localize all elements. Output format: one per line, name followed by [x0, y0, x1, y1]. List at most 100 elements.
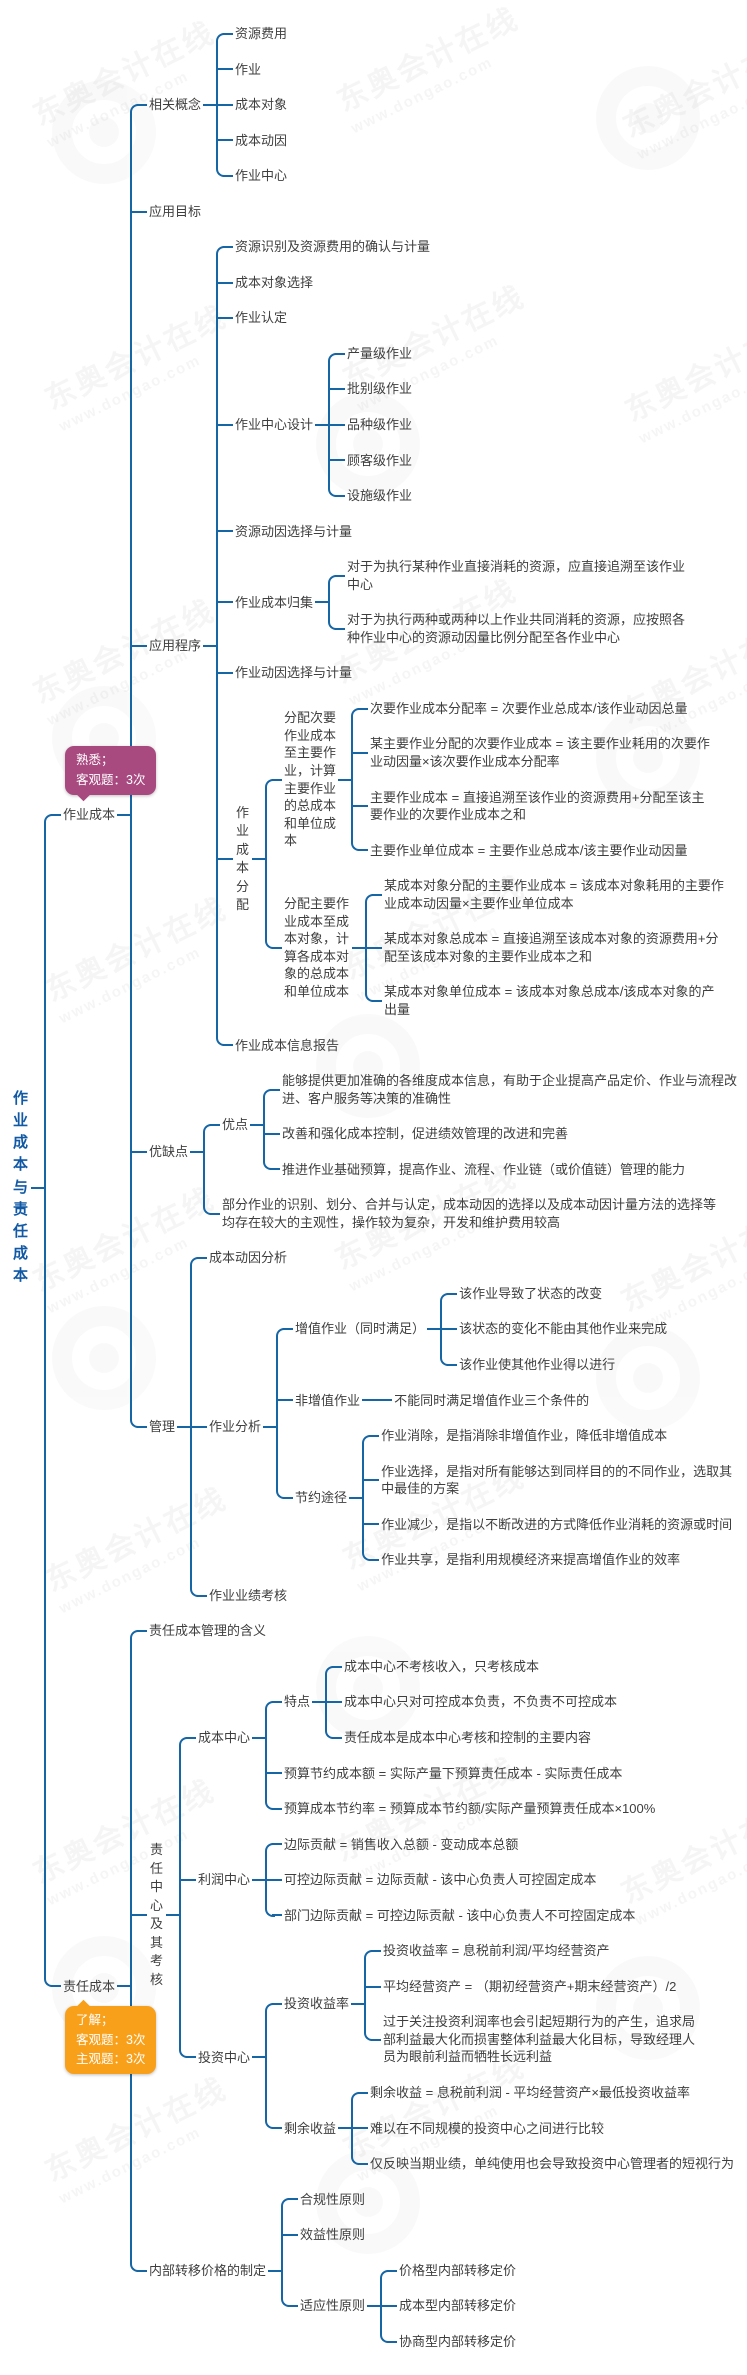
topic-label[interactable]: 责任成本管理的含义 — [149, 1623, 267, 1639]
topic-label[interactable]: 特点 — [284, 1694, 311, 1710]
topic-label[interactable]: 某主要作业分配的次要作业成本 = 该主要作业耗用的次要作业动因量×该次要作业成本… — [370, 736, 710, 770]
topic-label[interactable]: 对于为执行两种或两种以上作业共同消耗的资源，应按照各种作业中心的资源动因量比例分… — [347, 612, 686, 645]
topic-label[interactable]: 协商型内部转移定价 — [399, 2333, 517, 2349]
topic-label[interactable]: 责任成本 — [63, 1978, 116, 1994]
topic-label[interactable]: 非增值作业 — [295, 1392, 361, 1408]
topic-label[interactable]: 成本动因分析 — [209, 1250, 288, 1266]
topic-label[interactable]: 仅反映当期业绩，单纯使用也会导致投资中心管理者的短视行为 — [370, 2156, 735, 2172]
topic-label[interactable]: 某成本对象总成本 = 直接追溯至该成本对象的资源费用+分配至该成本对象的主要作业… — [384, 931, 719, 964]
topic-label[interactable]: 批别级作业 — [347, 381, 413, 397]
topic-label[interactable]: 该作业使其他作业得以进行 — [459, 1356, 616, 1372]
topic-label[interactable]: 作业共享，是指利用规模经济来提高增值作业的效率 — [381, 1552, 681, 1568]
topic-children: 次要作业成本分配率 = 次要作业总成本/该作业动因总量某主要作业分配的次要作业成… — [351, 699, 713, 860]
topic-label[interactable]: 次要作业成本分配率 = 次要作业总成本/该作业动因总量 — [370, 700, 688, 716]
topic-label[interactable]: 优点 — [222, 1117, 249, 1133]
topic-label[interactable]: 作业 — [235, 61, 262, 77]
topic-label[interactable]: 责任中心及其考核 — [150, 1842, 164, 1987]
topic-label[interactable]: 效益性原则 — [300, 2227, 366, 2243]
topic-label[interactable]: 该状态的变化不能由其他作业来完成 — [459, 1321, 668, 1337]
topic-branch: 资源动因选择与计量 — [216, 512, 727, 550]
topic-label[interactable]: 作业选择，是指对所有能够达到同样目的的不同作业，选取其中最佳的方案 — [381, 1463, 733, 1497]
topic-label[interactable]: 利润中心 — [198, 1872, 251, 1888]
topic-label[interactable]: 作业成本 — [63, 806, 116, 822]
topic-label[interactable]: 预算节约成本额 = 实际产量下预算责任成本 - 实际责任成本 — [284, 1765, 623, 1781]
topic-label[interactable]: 分配主要作业成本至成本对象，计算各成本对象的总成本和单位成本 — [284, 896, 350, 999]
topic-label[interactable]: 推进作业基础预算，提高作业、流程、作业链（或价值链）管理的能力 — [282, 1161, 686, 1177]
topic-label[interactable]: 责任成本是成本中心考核和控制的主要内容 — [344, 1729, 592, 1745]
topic-label[interactable]: 能够提供更加准确的各维度成本信息，有助于企业提高产品定价、作业与流程改进、客户服… — [282, 1073, 738, 1106]
topic-branch: 产量级作业 — [328, 344, 414, 372]
topic-children: 作业成本熟悉；客观题：3次相关概念资源费用作业成本对象成本动因作业中心应用目标应… — [44, 24, 745, 2351]
topic-label[interactable]: 成本对象 — [235, 97, 288, 113]
topic-label[interactable]: 可控边际贡献 = 边际贡献 - 该中心负责人可控固定成本 — [284, 1872, 597, 1888]
topic-label[interactable]: 不能同时满足增值作业三个条件的 — [394, 1392, 590, 1408]
topic-branch: 优缺点 优点 能够提供更加准确的各维度成本信息，有助于企业提高产品定价、作业与流程改… — [130, 1062, 745, 1242]
topic-label[interactable]: 分配次要作业成本至主要作业，计算主要作业的总成本和单位成本 — [284, 710, 337, 849]
topic-branch: 成本动因 — [216, 121, 289, 159]
topic-label[interactable]: 投资中心 — [198, 2049, 251, 2065]
topic-label[interactable]: 作业动因选择与计量 — [235, 665, 353, 681]
topic-label[interactable]: 过于关注投资利润率也会引起短期行为的产生，追求局部利益最大化而损害整体利益最大化… — [383, 2014, 696, 2065]
topic-label[interactable]: 边际贡献 = 销售收入总额 - 变动成本总额 — [284, 1836, 519, 1852]
topic-label[interactable]: 预算成本节约率 = 预算成本节约额/实际产量预算责任成本×100% — [284, 1801, 656, 1817]
topic-label[interactable]: 作业成本信息报告 — [235, 1037, 340, 1053]
topic-label[interactable]: 资源动因选择与计量 — [235, 523, 353, 539]
topic-label[interactable]: 作业认定 — [235, 310, 288, 326]
topic-label[interactable]: 主要作业单位成本 = 主要作业总成本/该主要作业动因量 — [370, 842, 688, 858]
topic-label[interactable]: 成本中心只对可控成本负责，不负责不可控成本 — [344, 1694, 618, 1710]
topic-label[interactable]: 作业成本分配 — [236, 804, 250, 913]
topic-label[interactable]: 作业成本归集 — [235, 594, 314, 610]
topic: 作业动因选择与计量 — [233, 663, 354, 683]
topic-label[interactable]: 成本中心 — [198, 1729, 251, 1745]
topic-label[interactable]: 作业消除，是指消除非增值作业，降低非增值成本 — [381, 1428, 668, 1444]
topic-label[interactable]: 管理 — [149, 1419, 176, 1435]
topic-label[interactable]: 相关概念 — [149, 97, 202, 113]
topic-label[interactable]: 部门边际贡献 = 可控边际贡献 - 该中心负责人不可控固定成本 — [284, 1907, 636, 1923]
topic-label[interactable]: 某成本对象分配的主要作业成本 = 该成本对象耗用的主要作业成本动因量×主要作业单… — [384, 878, 724, 911]
topic-label[interactable]: 该作业导致了状态的改变 — [459, 1285, 603, 1301]
topic-label[interactable]: 成本中心不考核收入，只考核成本 — [344, 1658, 540, 1674]
topic-label[interactable]: 作业业绩考核 — [209, 1587, 288, 1603]
topic-label[interactable]: 产量级作业 — [347, 345, 413, 361]
topic-label[interactable]: 作业分析 — [209, 1419, 262, 1435]
topic-label[interactable]: 投资收益率 = 息税前利润/平均经营资产 — [383, 1943, 610, 1959]
topic-label[interactable]: 某成本对象单位成本 = 该成本对象总成本/该成本对象的产出量 — [384, 984, 715, 1017]
topic-label[interactable]: 顾客级作业 — [347, 452, 413, 468]
topic-label[interactable]: 价格型内部转移定价 — [399, 2262, 517, 2278]
topic-label[interactable]: 作业中心 — [235, 168, 288, 184]
topic-label[interactable]: 剩余收益 = 息税前利润 - 平均经营资产×最低投资收益率 — [370, 2085, 691, 2100]
topic-label[interactable]: 主要作业成本 = 直接追溯至该作业的资源费用+分配至该主要作业的次要作业成本之和 — [370, 789, 705, 823]
topic-label[interactable]: 增值作业（同时满足） — [295, 1321, 426, 1337]
topic: 投资中心 — [196, 2048, 252, 2068]
topic-label[interactable]: 品种级作业 — [347, 417, 413, 433]
topic-label[interactable]: 资源识别及资源费用的确认与计量 — [235, 239, 431, 255]
topic-label[interactable]: 合规性原则 — [300, 2191, 366, 2207]
topic-label[interactable]: 改善和强化成本控制，促进绩效管理的改进和完善 — [282, 1126, 569, 1142]
topic-label[interactable]: 内部转移价格的制定 — [149, 2262, 267, 2278]
topic-label[interactable]: 难以在不同规模的投资中心之间进行比较 — [370, 2120, 605, 2136]
topic-label[interactable]: 成本动因 — [235, 132, 288, 148]
root-topic-label[interactable]: 作业成本与责任成本 — [12, 1089, 28, 1285]
topic-label[interactable]: 节约途径 — [295, 1490, 348, 1506]
topic-label[interactable]: 适应性原则 — [300, 2298, 366, 2314]
topic-label[interactable]: 成本对象选择 — [235, 274, 314, 290]
topic-label[interactable]: 作业中心设计 — [235, 417, 314, 433]
topic-label[interactable]: 投资收益率 — [284, 1996, 350, 2012]
topic-label[interactable]: 应用程序 — [149, 638, 202, 654]
topic: 协商型内部转移定价 — [397, 2332, 518, 2352]
topic-branch: 部分作业的识别、划分、合并与认定，成本动因的选择以及成本动因计量方法的选择等均存… — [203, 1186, 745, 1232]
topic-label[interactable]: 部分作业的识别、划分、合并与认定，成本动因的选择以及成本动因计量方法的选择等均存… — [222, 1197, 717, 1230]
connector-line — [252, 858, 266, 861]
topic-label[interactable]: 对于为执行某种作业直接消耗的资源，应直接追溯至该作业中心 — [347, 559, 686, 592]
topic-label[interactable]: 平均经营资产 = （期初经营资产+期末经营资产）/2 — [383, 1978, 677, 1994]
topic-label[interactable]: 成本型内部转移定价 — [399, 2298, 517, 2314]
topic-label[interactable]: 作业减少，是指以不断改进的方式降低作业消耗的资源或时间 — [381, 1516, 733, 1532]
topic-label[interactable]: 优缺点 — [149, 1143, 189, 1159]
topic-label[interactable]: 应用目标 — [149, 203, 202, 219]
topic: 利润中心 — [196, 1870, 252, 1890]
topic-label[interactable]: 设施级作业 — [347, 488, 413, 504]
connector-line — [315, 601, 329, 604]
topic-label[interactable]: 剩余收益 — [284, 2120, 337, 2136]
topic-label[interactable]: 资源费用 — [235, 26, 288, 41]
